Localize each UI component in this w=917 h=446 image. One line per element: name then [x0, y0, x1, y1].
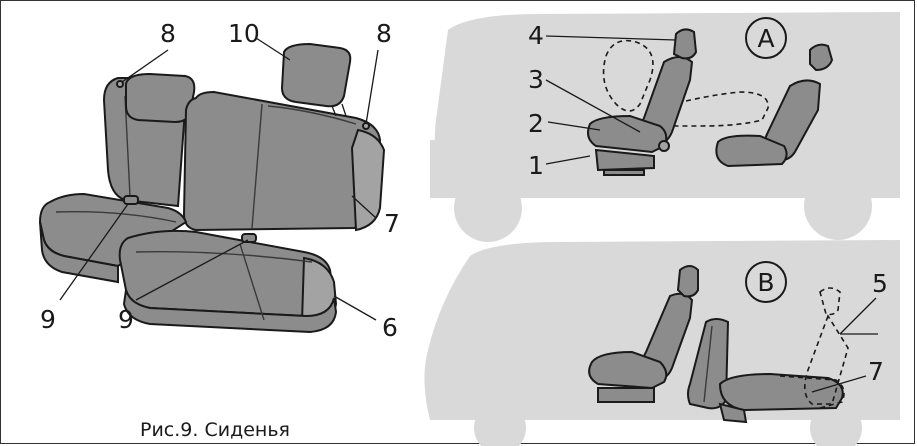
callout-1: 1 — [528, 151, 544, 180]
callout-2: 2 — [528, 109, 544, 138]
folded-backrest-flat — [718, 372, 844, 412]
callout-10: 10 — [228, 19, 260, 48]
front-seat-b-rail — [597, 387, 655, 403]
panel-b — [424, 240, 900, 446]
rear-headrest-left — [125, 72, 196, 124]
callout-4: 4 — [528, 21, 544, 50]
callout-9-left: 9 — [40, 305, 56, 334]
callout-5: 5 — [872, 269, 888, 298]
callout-3: 3 — [528, 65, 544, 94]
callout-7-left: 7 — [384, 209, 400, 238]
passenger-seat-cushion — [715, 134, 788, 168]
callout-6: 6 — [382, 313, 398, 342]
front-seat-headrest — [672, 28, 698, 60]
panel-a-label: A — [757, 24, 774, 53]
front-seat-b-cushion — [588, 350, 668, 390]
callout-8-left: 8 — [160, 19, 176, 48]
recline-knob — [658, 140, 670, 152]
belt-buckle-center — [241, 233, 257, 243]
belt-buckle-left — [123, 195, 139, 205]
rear-cushion-left-base — [39, 221, 119, 284]
rear-seat-illustration — [38, 42, 386, 334]
front-seat-cushion — [587, 114, 668, 154]
rear-cushion-right-base — [122, 289, 338, 334]
callout-8-right: 8 — [376, 19, 392, 48]
seat-slide-rail — [603, 169, 645, 176]
rear-headrest-center — [280, 42, 352, 108]
front-seat-rail — [594, 148, 655, 172]
anchor-point-left — [116, 80, 124, 88]
panel-a-marker — [745, 17, 787, 59]
front-seat-b-headrest — [676, 265, 699, 298]
panel-b-label: B — [757, 268, 774, 297]
panel-b-marker — [745, 261, 787, 303]
rear-backrest-right — [182, 90, 382, 232]
callout-7-right: 7 — [868, 357, 884, 386]
callout-9-center: 9 — [118, 305, 134, 334]
figure-caption: Рис.9. Сиденья — [140, 419, 290, 441]
panel-a — [430, 12, 900, 242]
rear-seat-leaders — [59, 37, 379, 321]
passenger-seat-headrest — [809, 43, 834, 72]
